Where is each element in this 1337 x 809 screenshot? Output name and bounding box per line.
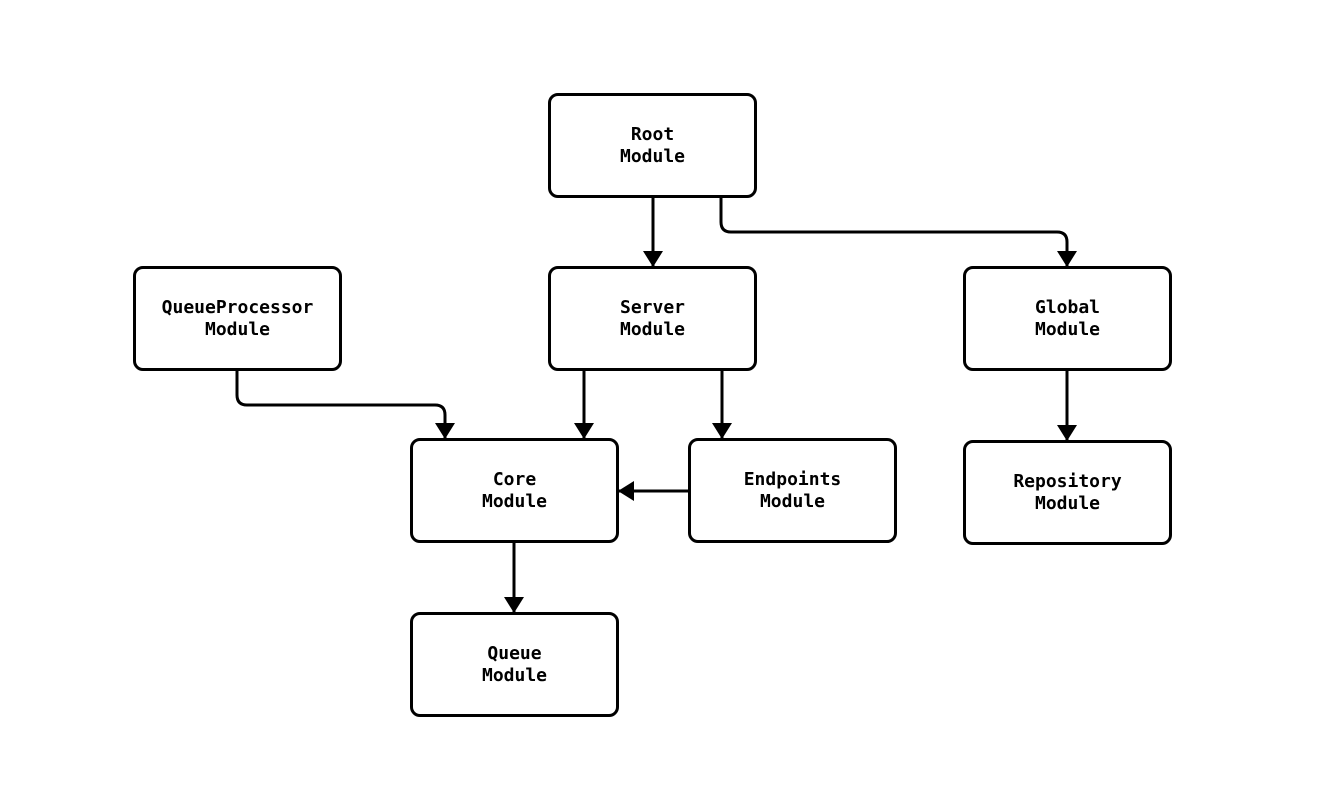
node-server-module-label: Server Module: [619, 296, 686, 340]
node-endpoints-module: Endpoints Module: [688, 438, 897, 543]
node-queue-module-label: Queue Module: [481, 642, 548, 686]
node-core-module-label: Core Module: [481, 468, 548, 512]
node-server-module: Server Module: [548, 266, 757, 371]
node-queue-module: Queue Module: [410, 612, 619, 717]
node-endpoints-module-label: Endpoints Module: [743, 468, 842, 512]
node-repository-module-label: Repository Module: [1013, 470, 1122, 514]
node-queueprocessor-module: QueueProcessor Module: [133, 266, 342, 371]
node-repository-module: Repository Module: [963, 440, 1172, 545]
node-core-module: Core Module: [410, 438, 619, 543]
node-queueprocessor-module-label: QueueProcessor Module: [161, 296, 314, 340]
edge-queueprocessor-to-core-arrow: [235, 371, 455, 439]
node-global-module: Global Module: [963, 266, 1172, 371]
edge-root-to-global-arrow: [719, 198, 1077, 267]
node-root-module: Root Module: [548, 93, 757, 198]
node-global-module-label: Global Module: [1034, 296, 1101, 340]
node-root-module-label: Root Module: [619, 123, 686, 167]
